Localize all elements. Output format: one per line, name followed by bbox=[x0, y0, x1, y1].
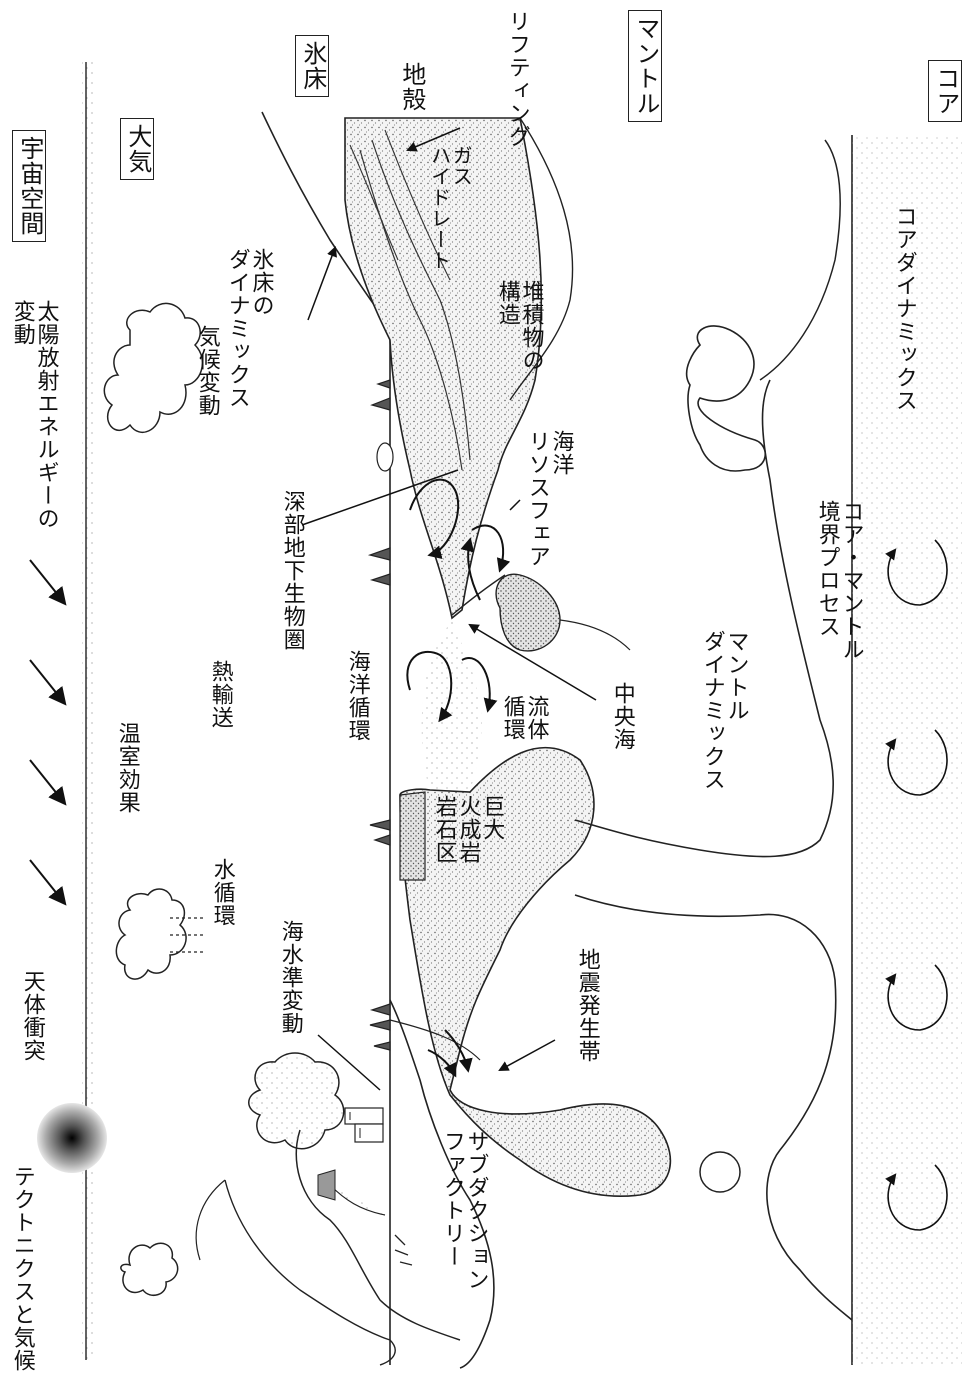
label-sea-level-change: 海水準変動 bbox=[278, 920, 302, 1035]
label-climate-change: 気候変動 bbox=[195, 325, 219, 417]
volcano-flank bbox=[330, 1185, 385, 1215]
label-rifting: リフティング bbox=[505, 10, 529, 148]
eruption-cloud bbox=[249, 1053, 344, 1149]
label-space: 宇宙空間 bbox=[12, 130, 46, 242]
impact-body bbox=[37, 1103, 107, 1173]
mantle-blob bbox=[700, 1152, 740, 1192]
label-mantle-dynamics: マントル ダイナミックス bbox=[700, 630, 748, 791]
label-core-dynamics: コアダイナミックス bbox=[892, 205, 916, 412]
label-heat-transport: 熱輸送 bbox=[208, 660, 232, 729]
label-gas-hydrate: ガス ハイドレート bbox=[428, 145, 471, 271]
surface-vegetation bbox=[370, 380, 390, 1050]
label-ocean-lithosphere: 海洋 リソスフェア bbox=[525, 430, 573, 568]
label-ice-sheet: 氷床 bbox=[295, 35, 329, 97]
cloud-water-cycle bbox=[116, 889, 186, 979]
coastal-buildings bbox=[345, 1108, 383, 1142]
label-mantle: マントル bbox=[628, 10, 662, 122]
label-core: コア bbox=[928, 60, 962, 122]
label-deep-biosphere: 深部地下生物圏 bbox=[280, 490, 304, 651]
label-greenhouse-effect: 温室効果 bbox=[115, 722, 139, 814]
label-tectonics-climate: テクトニクスと気候 bbox=[10, 1165, 34, 1372]
label-ocean-circulation: 海洋循環 bbox=[345, 650, 369, 742]
label-solar-radiation: 太陽放射エネルギーの 変動 bbox=[10, 300, 58, 530]
label-atmosphere: 大気 bbox=[120, 118, 154, 180]
label-ice-dynamics: 氷床の ダイナミックス bbox=[225, 248, 273, 409]
fault-marks bbox=[395, 1235, 412, 1265]
cloud-tectonics bbox=[121, 1243, 178, 1295]
label-seismogenic-zone: 地震発生帯 bbox=[575, 948, 599, 1063]
ocean-crust bbox=[422, 618, 482, 790]
label-core-mantle-boundary: コア・マントル 境界プロセス bbox=[815, 500, 863, 661]
solar-radiation-arrows bbox=[30, 560, 62, 900]
label-subduction-factory: サブダクション ファクトリー bbox=[440, 1130, 488, 1291]
cloud-climate bbox=[104, 303, 202, 432]
iceberg bbox=[377, 443, 393, 471]
plume-tail bbox=[760, 140, 840, 380]
label-fluid-circulation: 流体 循環 bbox=[500, 695, 548, 741]
label-impact: 天体衝突 bbox=[20, 970, 44, 1062]
label-crust: 地殻 bbox=[398, 62, 424, 112]
ridge-plume bbox=[496, 574, 560, 651]
label-giant-igneous: 巨大 火成岩 岩石区 bbox=[432, 795, 503, 864]
shore-curve bbox=[196, 1180, 225, 1260]
label-sediment-structure: 堆積物の 構造 bbox=[495, 280, 543, 372]
arc-volcano-outline bbox=[296, 1130, 460, 1340]
label-water-cycle: 水循環 bbox=[210, 858, 234, 927]
igneous-plateau bbox=[400, 792, 425, 880]
label-mid-ocean: 中央海 bbox=[610, 682, 634, 751]
mantle-plume-head bbox=[687, 326, 766, 471]
ridge-plume-tail bbox=[560, 620, 630, 650]
volcano-vent bbox=[318, 1170, 335, 1200]
